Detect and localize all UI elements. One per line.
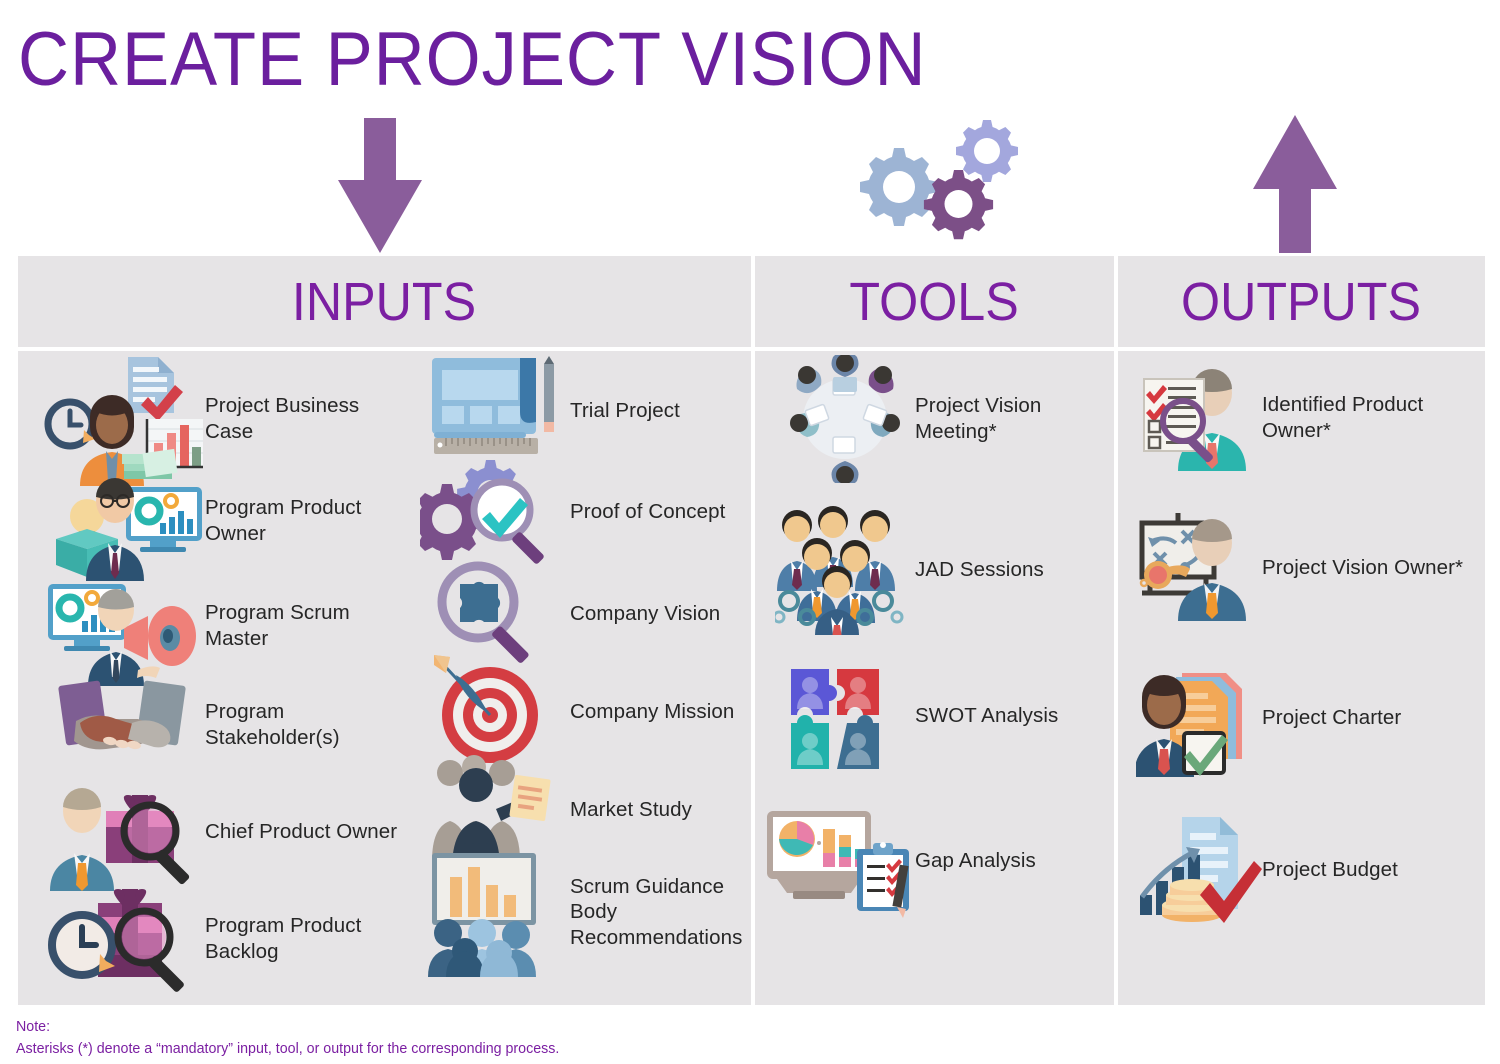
column-header-label: TOOLS <box>849 271 1020 332</box>
jad-team-icon <box>775 505 915 635</box>
column-tools: TOOLS <box>755 256 1114 1005</box>
list-item[interactable]: Chief Product Owner <box>40 773 400 891</box>
down-arrow-icon <box>338 118 422 253</box>
item-label: Project Vision Owner* <box>1262 556 1464 580</box>
item-label: Project Business Case <box>205 393 360 443</box>
item-label: Program Stakeholder(s) <box>205 700 340 749</box>
list-item[interactable]: Project Vision Owner* <box>1136 509 1486 627</box>
column-header-inputs: INPUTS <box>18 256 751 347</box>
item-label: Gap Analysis <box>915 848 1036 872</box>
blueprint-icon <box>420 346 570 476</box>
ito-panel: INPUTS <box>18 256 1485 1005</box>
list-item[interactable]: Project Vision Meeting* <box>775 355 1115 483</box>
column-header-label: INPUTS <box>292 271 477 332</box>
item-label: Company Mission <box>570 700 735 724</box>
identified-product-owner-icon <box>1136 359 1262 477</box>
column-outputs: OUTPUTS <box>1118 256 1485 1005</box>
gears-check-icon <box>420 454 570 569</box>
target-dart-icon <box>420 653 570 771</box>
column-body-inputs: Project Business Case <box>18 351 751 1005</box>
list-item[interactable]: Company Mission <box>420 653 750 771</box>
list-item[interactable]: Scrum Guidance Body Recommendations <box>420 847 750 977</box>
item-label: Scrum Guidance Body Recommendations <box>570 874 743 949</box>
list-item[interactable]: Identified Product Owner* <box>1136 359 1486 477</box>
list-item[interactable]: Program Product Owner <box>40 461 400 581</box>
item-label: Chief Product Owner <box>205 820 398 844</box>
guidance-body-icon <box>420 847 570 977</box>
item-label: SWOT Analysis <box>915 704 1059 728</box>
product-backlog-icon <box>40 879 205 999</box>
header-divider <box>1118 347 1485 351</box>
item-label: Program Scrum Master <box>205 601 350 650</box>
header-divider <box>755 347 1114 351</box>
item-label: Identified Product Owner* <box>1262 393 1424 442</box>
list-item[interactable]: Project Business Case <box>40 351 400 486</box>
column-body-tools: Project Vision Meeting* <box>755 351 1114 1005</box>
meeting-table-icon <box>775 355 915 483</box>
gap-analysis-icon <box>763 803 915 918</box>
footnote-line-1: Note: <box>16 1018 51 1035</box>
page-title: CREATE PROJECT VISION <box>18 17 927 102</box>
list-item[interactable]: Project Budget <box>1136 811 1486 929</box>
item-label: Market Study <box>570 798 692 822</box>
list-item[interactable]: Company Vision <box>420 556 750 671</box>
item-label: Proof of Concept <box>570 499 726 523</box>
column-body-outputs: Identified Product Owner* <box>1118 351 1485 1005</box>
list-item[interactable]: Program Product Backlog <box>40 879 400 999</box>
column-header-outputs: OUTPUTS <box>1118 256 1485 347</box>
item-label: Company Vision <box>570 601 721 625</box>
footnote: Note: Asterisks (*) denote a “mandatory”… <box>16 1016 559 1060</box>
puzzle-magnifier-icon <box>420 556 570 671</box>
up-arrow-icon <box>1253 115 1337 253</box>
list-item[interactable]: Program Stakeholder(s) <box>40 669 400 781</box>
business-case-icon <box>40 351 205 486</box>
chief-product-owner-icon <box>40 773 205 891</box>
item-label: Trial Project <box>570 399 680 423</box>
list-item[interactable]: Trial Project <box>420 346 750 476</box>
list-item[interactable]: Proof of Concept <box>420 454 750 569</box>
column-header-label: OUTPUTS <box>1181 271 1422 332</box>
header-divider <box>18 347 751 351</box>
handshake-icon <box>40 669 205 781</box>
item-label: Program Product Backlog <box>205 914 362 963</box>
list-item[interactable]: Project Charter <box>1136 659 1486 777</box>
item-label: Program Product Owner <box>205 496 362 545</box>
list-item[interactable]: SWOT Analysis <box>775 661 1115 771</box>
list-item[interactable]: Program Scrum Master <box>40 566 400 686</box>
project-budget-icon <box>1136 811 1262 929</box>
footnote-line-2: Asterisks (*) denote a “mandatory” input… <box>16 1039 560 1057</box>
item-label: Project Budget <box>1262 858 1398 882</box>
vision-owner-icon <box>1136 509 1262 627</box>
column-header-tools: TOOLS <box>755 256 1114 347</box>
column-inputs: INPUTS <box>18 256 751 1005</box>
product-owner-icon <box>40 461 205 581</box>
list-item[interactable]: Gap Analysis <box>763 803 1113 918</box>
project-charter-icon <box>1136 659 1262 777</box>
list-item[interactable]: JAD Sessions <box>775 505 1115 635</box>
item-label: Project Charter <box>1262 706 1402 730</box>
item-label: Project Vision Meeting* <box>915 394 1042 443</box>
gears-cluster-icon <box>838 118 1034 250</box>
swot-puzzle-icon <box>775 661 915 771</box>
scrum-master-icon <box>40 566 205 686</box>
item-label: JAD Sessions <box>915 558 1044 582</box>
